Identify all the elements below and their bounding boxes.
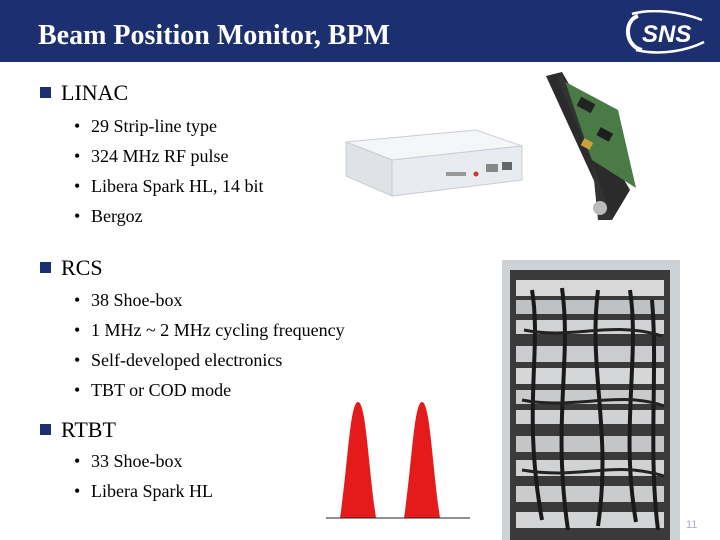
- round-bullet-icon: •: [74, 320, 81, 340]
- libera-spark-photo: [345, 129, 523, 197]
- round-bullet-icon: •: [74, 176, 81, 196]
- list-item: •33 Shoe-box: [74, 451, 183, 471]
- section-heading-linac: LINAC: [40, 80, 128, 106]
- section-heading-rtbt: RTBT: [40, 417, 116, 443]
- round-bullet-icon: •: [74, 290, 81, 310]
- round-bullet-icon: •: [74, 481, 81, 501]
- round-bullet-icon: •: [74, 350, 81, 370]
- list-item: •38 Shoe-box: [74, 290, 183, 310]
- square-bullet-icon: [40, 262, 51, 273]
- section-heading-rcs: RCS: [40, 255, 103, 281]
- rack-photo: [502, 260, 680, 540]
- list-item: •Self-developed electronics: [74, 350, 283, 370]
- page-number: 11: [686, 519, 698, 531]
- square-bullet-icon: [40, 87, 51, 98]
- list-item: •324 MHz RF pulse: [74, 146, 229, 166]
- bergoz-board-photo: [546, 72, 636, 220]
- title-bar: [0, 0, 720, 62]
- round-bullet-icon: •: [74, 206, 81, 226]
- round-bullet-icon: •: [74, 146, 81, 166]
- round-bullet-icon: •: [74, 380, 81, 400]
- list-item: •29 Strip-line type: [74, 116, 217, 136]
- list-item: •Libera Spark HL: [74, 481, 213, 501]
- round-bullet-icon: •: [74, 451, 81, 471]
- list-item: •Libera Spark HL, 14 bit: [74, 176, 264, 196]
- slide-title: Beam Position Monitor, BPM: [38, 20, 391, 51]
- list-item: •1 MHz ~ 2 MHz cycling frequency: [74, 320, 345, 340]
- square-bullet-icon: [40, 424, 51, 435]
- round-bullet-icon: •: [74, 116, 81, 136]
- sns-logo-icon: SNS: [626, 10, 705, 54]
- list-item: •TBT or COD mode: [74, 380, 232, 400]
- svg-text:SNS: SNS: [642, 21, 691, 48]
- bunch-pulse-diagram: [326, 402, 470, 519]
- list-item: •Bergoz: [74, 206, 143, 226]
